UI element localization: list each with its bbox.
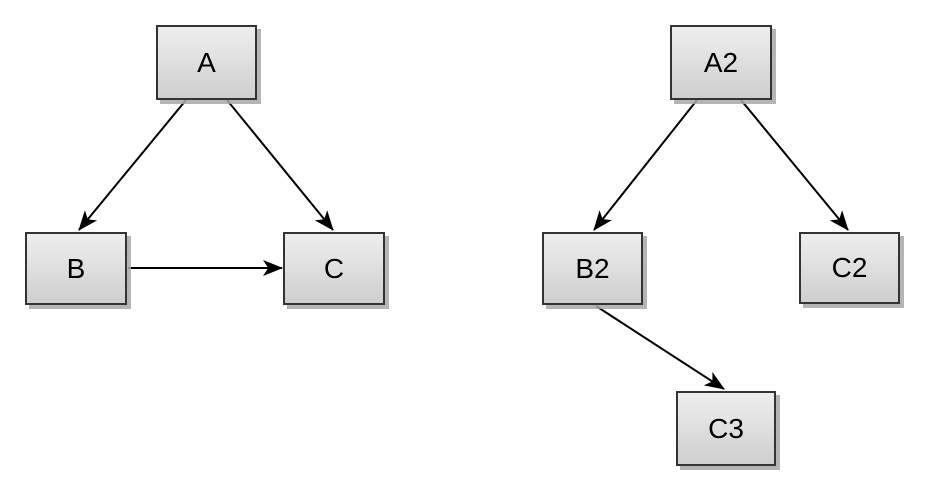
node-label: B2 [575,252,610,284]
edge-a-to-c [226,99,334,231]
edge-b2-to-c3 [595,305,725,390]
node-c[interactable]: C [283,232,385,305]
edge-a2-to-b2 [593,99,698,231]
node-c3[interactable]: C3 [676,391,776,466]
node-a[interactable]: A [156,25,257,100]
node-label: C3 [708,412,744,444]
node-label: A [197,46,216,78]
edge-a-to-b [78,99,187,231]
node-c2[interactable]: C2 [799,232,900,304]
node-b[interactable]: B [25,232,127,305]
node-label: C2 [831,252,868,283]
node-a2[interactable]: A2 [670,25,772,100]
edge-a2-to-c2 [740,99,849,231]
node-b2[interactable]: B2 [542,232,643,305]
node-label: C [323,252,345,284]
node-label: A2 [703,46,739,78]
node-label: B [66,252,86,284]
